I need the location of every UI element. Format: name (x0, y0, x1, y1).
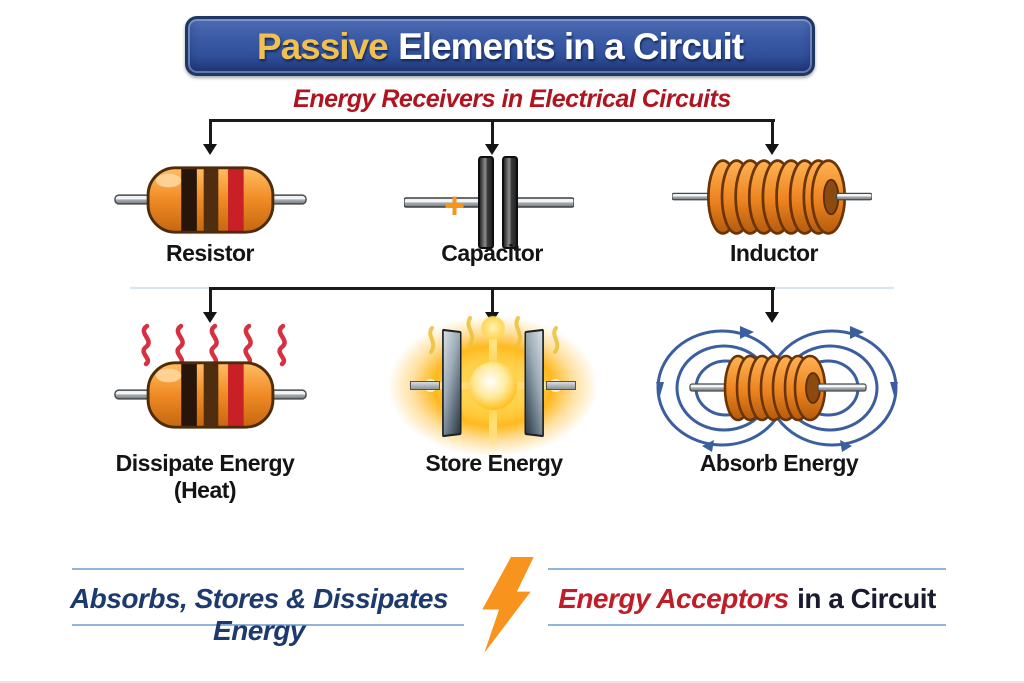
inductor-behavior-label: Absorb Energy (659, 450, 899, 477)
footer-rule-top-right (548, 568, 946, 570)
branch-drop (491, 287, 494, 313)
footer-rule-bottom-left (72, 624, 464, 626)
footer-rule-top-left (72, 568, 464, 570)
branch-drop (209, 287, 212, 313)
branch-drop (771, 119, 774, 145)
capacitor-lead-left (410, 381, 440, 390)
arrow-down-icon (203, 312, 217, 323)
plus-sign: + (444, 185, 466, 226)
behavior-line: Store Energy (425, 450, 563, 476)
arrow-down-icon (203, 144, 217, 155)
capacitor-behavior-label: Store Energy (374, 450, 614, 477)
subtitle: Energy Receivers in Electrical Circuits (293, 85, 731, 113)
branch-drop (491, 119, 494, 145)
resistor-illustration (114, 166, 307, 234)
capacitor-plate-right (524, 328, 544, 438)
arrow-down-icon (485, 144, 499, 155)
inductor-field-illustration (656, 326, 898, 452)
footer-rule-bottom-right (548, 624, 946, 626)
title-banner: Passive Elements in a Circuit (185, 16, 815, 76)
capacitor-illustration (404, 156, 574, 249)
lightning-bolt-icon (482, 557, 534, 654)
heat-waves-icon (141, 323, 287, 367)
resistor-behavior-label: Dissipate Energy (Heat) (85, 450, 325, 504)
capacitor-lead-right (546, 381, 576, 390)
capacitor-label: Capacitor (441, 240, 543, 266)
branch-drop (771, 287, 774, 313)
footer-right-highlight: Energy Acceptors (558, 583, 789, 614)
capacitor-storing-energy-illustration (390, 308, 596, 458)
title-highlight: Passive (256, 25, 389, 67)
field-arrowheads (656, 326, 898, 452)
footer-right-caption: Energy Acceptors in a Circuit (549, 583, 945, 615)
energy-orb (469, 362, 517, 410)
footer-right-rest: in a Circuit (797, 583, 936, 614)
arrow-down-icon (765, 312, 779, 323)
resistor-heat-illustration (114, 361, 307, 429)
branch-drop (209, 119, 212, 145)
capacitor-plate-left (442, 328, 462, 438)
inductor-label: Inductor (730, 240, 819, 266)
behavior-line: Dissipate Energy (115, 450, 295, 476)
behavior-line: (Heat) (173, 477, 237, 503)
arrow-down-icon (765, 144, 779, 155)
spark-icon (428, 316, 560, 354)
title-rest: Elements in a Circuit (398, 25, 744, 67)
behavior-line: Absorb Energy (699, 450, 859, 476)
resistor-label: Resistor (165, 240, 255, 266)
footer-left-caption: Absorbs, Stores & Dissipates Energy (69, 583, 449, 646)
inductor-illustration (672, 159, 872, 235)
